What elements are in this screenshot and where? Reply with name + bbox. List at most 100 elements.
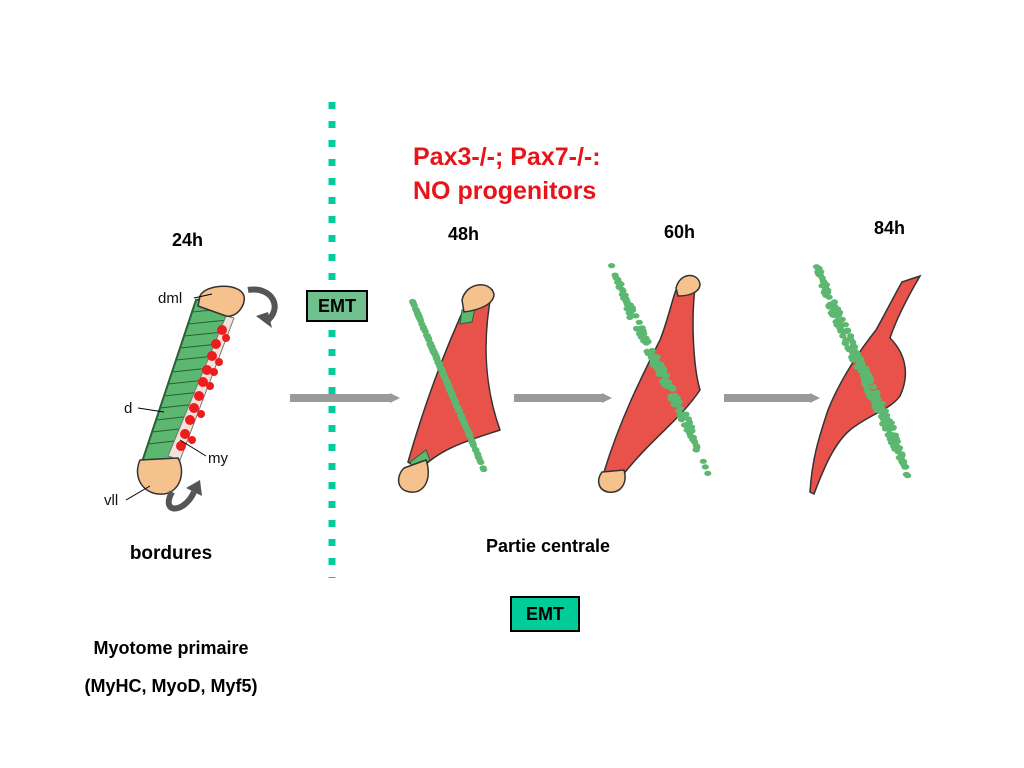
progenitor-cell xyxy=(655,371,663,377)
progenitor-cell xyxy=(879,410,887,416)
progenitor-cell xyxy=(872,390,880,396)
label-vll: vll xyxy=(104,492,119,509)
progenitor-cell xyxy=(474,454,482,460)
progenitor-cell xyxy=(414,311,422,317)
mutant-label: Pax3-/-; Pax7-/-: NO progenitors xyxy=(413,140,601,208)
progenitor-cell xyxy=(662,373,670,379)
progenitor-cell xyxy=(626,314,634,320)
progenitor-cell xyxy=(459,417,467,423)
progenitor-cell xyxy=(619,288,627,294)
stage-label-48h: 48h xyxy=(448,224,480,244)
progenitor-cell xyxy=(424,334,432,340)
progenitor-cell xyxy=(839,333,847,339)
progenitor-cell xyxy=(842,341,850,347)
progenitor-cells-48h xyxy=(409,298,488,473)
progenitor-cell xyxy=(847,333,855,339)
progenitor-cell xyxy=(452,402,460,408)
progenitor-cell xyxy=(885,421,894,427)
dml-curved-arrow xyxy=(247,286,278,325)
progenitor-cell xyxy=(701,464,709,470)
myotome-60h xyxy=(597,263,712,493)
progenitor-cell xyxy=(608,263,616,269)
progenitor-cell xyxy=(439,370,447,376)
progenitor-cell xyxy=(680,422,689,428)
progenitor-cell xyxy=(472,447,480,453)
dml-leader xyxy=(193,293,213,299)
progenitor-cell xyxy=(693,444,701,450)
progenitor-cell xyxy=(837,328,845,334)
myotome-84h xyxy=(809,264,922,496)
myotome-48h-red xyxy=(407,288,501,471)
progenitor-cell xyxy=(622,296,630,302)
progenitor-cell xyxy=(838,316,846,322)
vll-curved-arrow xyxy=(165,490,197,512)
progenitor-cell xyxy=(412,307,420,313)
emt-box-bottom: EMT xyxy=(510,596,580,632)
my-leader xyxy=(179,439,207,457)
progenitor-cell xyxy=(643,339,651,345)
progenitor-cell xyxy=(902,464,910,470)
progenitor-cell xyxy=(456,408,464,414)
myotome-red-band xyxy=(167,315,235,461)
progenitor-cell xyxy=(835,312,843,318)
progenitor-cell xyxy=(643,348,651,354)
emt-label-on-line: EMT xyxy=(306,290,368,322)
progenitor-cell xyxy=(410,302,418,309)
progenitor-cell xyxy=(611,272,619,278)
progenitor-cell xyxy=(861,373,869,379)
progenitor-cell xyxy=(652,359,661,365)
progenitor-cell xyxy=(435,361,443,367)
progenitor-cell xyxy=(821,284,830,290)
progenitor-cell xyxy=(448,393,456,399)
stage-label-24h: 24h xyxy=(172,230,204,250)
label-my: my xyxy=(208,450,228,467)
progenitor-cells-60h xyxy=(608,263,712,476)
label-dml: dml xyxy=(158,290,183,307)
progenitor-cell xyxy=(861,377,869,383)
progenitor-cell xyxy=(895,446,903,452)
progenitor-cell xyxy=(866,375,875,381)
caption-myotome-primaire: Myotome primaire xyxy=(93,638,249,658)
mutant-label-line2: NO progenitors xyxy=(413,177,597,205)
progenitor-cell xyxy=(687,433,695,439)
progenitor-cell xyxy=(674,401,682,407)
progenitor-cell xyxy=(699,458,707,464)
progenitor-cell xyxy=(865,389,873,395)
progenitor-cell xyxy=(829,311,837,317)
vll-curved-arrowhead xyxy=(186,480,202,496)
progenitor-cell xyxy=(419,324,427,330)
progenitor-cell xyxy=(841,322,850,328)
progenitor-cell xyxy=(857,368,865,374)
progenitor-cell xyxy=(676,413,684,419)
mutant-label-line1: Pax3-/-; Pax7-/-: xyxy=(413,143,601,171)
progenitor-cell xyxy=(638,330,646,336)
myotome-60h-top-lip xyxy=(675,274,701,297)
progenitor-cell xyxy=(900,459,908,465)
progenitor-cell xyxy=(685,419,694,425)
progenitor-cell xyxy=(845,345,853,351)
progenitor-cells-84h xyxy=(812,264,912,479)
progenitor-cell xyxy=(632,313,640,319)
progenitor-cell xyxy=(661,376,669,383)
progenitor-cell xyxy=(673,395,682,401)
progenitor-cell xyxy=(887,440,896,446)
progenitor-cell xyxy=(468,438,476,444)
progenitor-cell xyxy=(626,302,634,308)
progenitor-cell xyxy=(647,353,656,359)
myotome-red-cells xyxy=(176,325,230,451)
progenitor-cell xyxy=(614,277,622,283)
progenitor-cell xyxy=(888,435,896,441)
progenitor-cell xyxy=(465,432,473,438)
dml-lip xyxy=(197,285,245,317)
progenitor-cell xyxy=(851,344,859,350)
vll-leader xyxy=(125,485,151,501)
progenitor-cell xyxy=(429,347,437,353)
progenitor-cell xyxy=(848,349,857,355)
myotome-48h-top-lip xyxy=(461,284,495,313)
progenitor-cell xyxy=(660,366,668,372)
caption-partie-centrale: Partie centrale xyxy=(485,536,611,556)
progenitor-cell xyxy=(871,404,879,410)
progenitor-cell xyxy=(432,352,440,358)
progenitor-cell xyxy=(635,319,643,325)
progenitor-cell xyxy=(635,326,643,332)
